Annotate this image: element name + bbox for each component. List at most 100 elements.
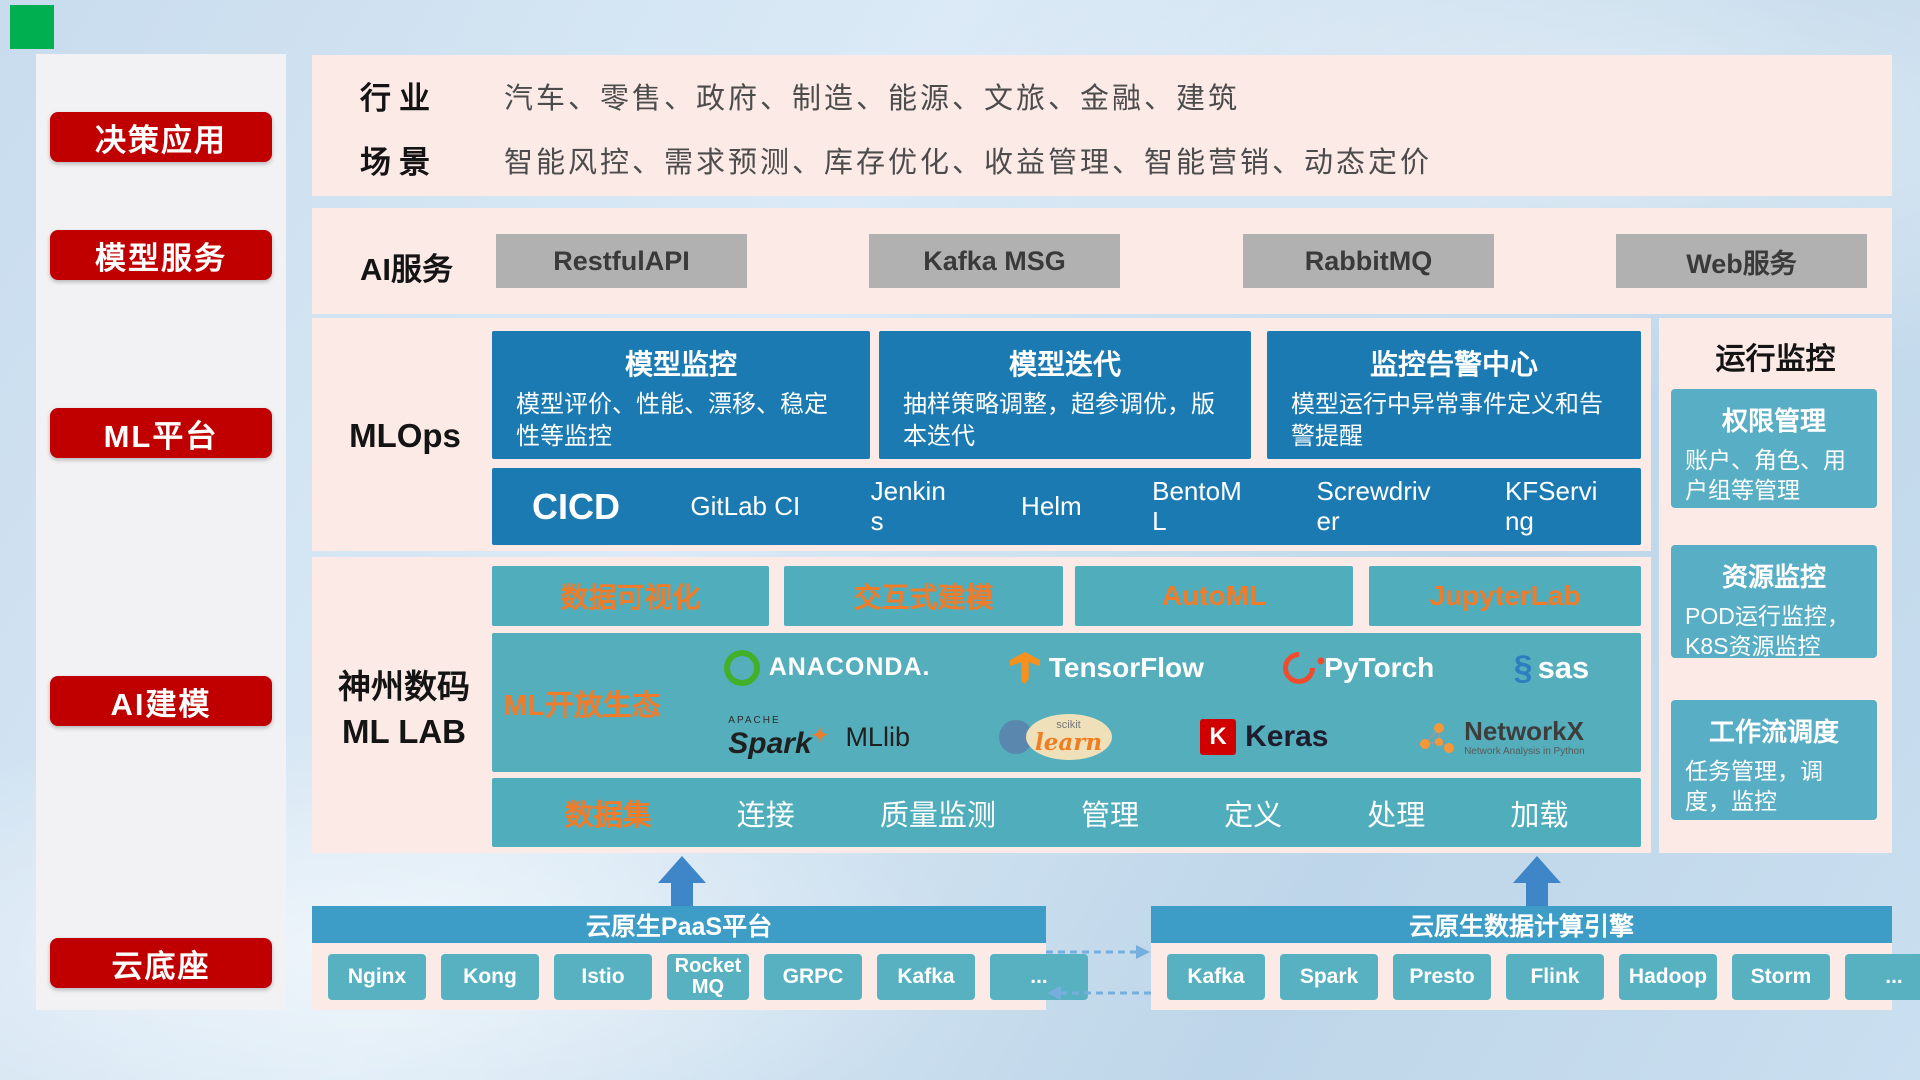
anaconda-text: ANACONDA.: [768, 653, 931, 682]
spark-text: Spark: [728, 726, 812, 760]
service-rabbitmq-button: RabbitMQ: [1243, 234, 1494, 288]
tool-gitlab-ci: GitLab CI: [690, 491, 801, 521]
tool-kfserving: KFServing: [1504, 475, 1598, 536]
sas-text: sas: [1537, 649, 1590, 685]
cicd-label: CICD: [532, 485, 620, 527]
button-jupyterlab: JupyterLab: [1369, 566, 1641, 626]
dataset-item-load: 加载: [1510, 799, 1569, 832]
up-arrow-icon: [658, 856, 706, 883]
engine-item-storm: Storm: [1732, 953, 1830, 1000]
paas-item-kong: Kong: [441, 953, 539, 1000]
data-engine-strip: Kafka Spark Presto Flink Hadoop Storm ..…: [1151, 943, 1920, 1010]
ai-service-panel: AI服务 RestfulAPI Kafka MSG RabbitMQ Web服务: [312, 208, 1892, 314]
engine-item-flink: Flink: [1506, 953, 1604, 1000]
scikit-learn-logo: scikit learn: [998, 714, 1112, 761]
spark-apache-text: APACHE: [728, 714, 781, 726]
dataset-item-connect: 连接: [736, 799, 795, 832]
mlops-panel: MLOps 模型监控 模型评价、性能、漂移、稳定性等监控 模型迭代 抽样策略调整…: [312, 318, 1651, 551]
ml-ecosystem-label: ML开放生态: [503, 689, 661, 722]
button-automl: AutoML: [1075, 566, 1353, 626]
ai-service-label: AI服务: [360, 252, 453, 287]
paas-item-more: ...: [990, 953, 1088, 1000]
card-desc: POD运行监控，K8S资源监控: [1685, 603, 1850, 659]
sas-logo: § sas: [1514, 650, 1590, 686]
industry-values: 汽车、零售、政府、制造、能源、文旅、金融、建筑: [504, 83, 1241, 115]
tool-screwdriver: Screwdriver: [1316, 475, 1431, 536]
engine-item-spark: Spark: [1280, 953, 1378, 1000]
paas-platform-strip: Nginx Kong Istio RocketMQ GRPC Kafka ...: [312, 943, 1088, 1010]
card-desc: 抽样策略调整，超参调优，版本迭代: [903, 391, 1215, 451]
card-desc: 任务管理，调度，监控: [1685, 758, 1823, 814]
dataset-row: 数据集 连接 质量监测 管理 定义 处理 加载: [492, 778, 1641, 847]
industry-scenario-panel: 行业 汽车、零售、政府、制造、能源、文旅、金融、建筑 场景 智能风控、需求预测、…: [312, 55, 1892, 196]
networkx-logo: NetworkX Network Analysis in Python: [1417, 717, 1585, 757]
paas-item-grpc: GRPC: [764, 953, 862, 1000]
dataset-item-process: 处理: [1367, 799, 1426, 832]
keras-logo: K Keras: [1200, 719, 1329, 756]
left-category-sidebar: [36, 54, 286, 1010]
tensorflow-text: TensorFlow: [1048, 651, 1204, 683]
up-arrow-stem: [671, 882, 693, 907]
tool-bentoml: BentoML: [1152, 475, 1242, 536]
scikit-learn-text: learn: [1034, 729, 1103, 757]
mllib-text: MLlib: [845, 721, 910, 752]
button-data-visualization: 数据可视化: [492, 566, 769, 626]
engine-item-presto: Presto: [1393, 953, 1491, 1000]
tensorflow-icon: [1009, 651, 1040, 684]
mllab-panel: 神州数码 ML LAB 数据可视化 交互式建模 AutoML JupyterLa…: [312, 557, 1651, 853]
button-interactive-modeling: 交互式建模: [784, 566, 1063, 626]
card-desc: 模型运行中异常事件定义和告警提醒: [1291, 391, 1603, 451]
sidebar-badge-ai-modeling: AI建模: [50, 676, 272, 726]
runtime-monitor-title: 运行监控: [1715, 343, 1836, 376]
scenario-values: 智能风控、需求预测、库存优化、收益管理、智能营销、动态定价: [504, 147, 1433, 179]
tool-jenkins: Jenkins: [870, 475, 946, 536]
paas-item-istio: Istio: [554, 953, 652, 1000]
paas-item-nginx: Nginx: [328, 953, 426, 1000]
industry-label: 行业: [360, 81, 438, 116]
cicd-bar: CICD GitLab CI Jenkins Helm BentoML Scre…: [492, 468, 1641, 545]
sidebar-badge-cloud-base: 云底座: [50, 938, 272, 988]
pytorch-text: PyTorch: [1324, 651, 1435, 683]
dataset-item-quality: 质量监测: [879, 799, 996, 832]
tool-helm: Helm: [1021, 491, 1082, 521]
mllab-label-line2: ML LAB: [341, 712, 467, 750]
paas-item-kafka: Kafka: [877, 953, 975, 1000]
tensorflow-logo: TensorFlow: [1009, 651, 1204, 684]
keras-icon: K: [1200, 719, 1237, 756]
paas-item-rocketmq: RocketMQ: [667, 953, 749, 1000]
card-title: 权限管理: [1721, 406, 1826, 436]
dataset-item-manage: 管理: [1080, 799, 1139, 832]
card-desc: 账户、角色、用户组等管理: [1685, 447, 1846, 503]
anaconda-logo: ANACONDA.: [723, 649, 931, 686]
decoration-green-square: [10, 5, 54, 49]
card-desc: 模型评价、性能、漂移、稳定性等监控: [516, 391, 828, 451]
card-workflow-scheduler: 工作流调度 任务管理，调度，监控: [1671, 700, 1877, 820]
networkx-icon: [1420, 723, 1455, 754]
pytorch-logo: PyTorch: [1276, 645, 1435, 691]
card-title: 模型监控: [624, 349, 737, 380]
engine-item-kafka: Kafka: [1167, 953, 1265, 1000]
scikit-pill-icon: scikit learn: [1025, 714, 1112, 761]
card-model-monitoring: 模型监控 模型评价、性能、漂移、稳定性等监控: [492, 331, 870, 459]
dashed-flow-arrows: [1046, 945, 1151, 1000]
mllab-label-line1: 神州数码: [338, 668, 470, 705]
paas-platform-header: 云原生PaaS平台: [312, 906, 1046, 943]
spark-star-icon: ✦: [811, 724, 829, 747]
sidebar-badge-model-service: 模型服务: [50, 230, 272, 280]
pytorch-icon: [1276, 645, 1322, 691]
networkx-subtitle: Network Analysis in Python: [1464, 746, 1585, 758]
ml-ecosystem-box: ML开放生态 ANACONDA. TensorFlow: [492, 633, 1641, 772]
card-resource-monitor: 资源监控 POD运行监控，K8S资源监控: [1671, 545, 1877, 659]
dataset-label: 数据集: [564, 799, 652, 832]
card-title: 工作流调度: [1708, 717, 1839, 747]
service-web-button: Web服务: [1616, 234, 1867, 288]
mlops-label: MLOps: [349, 417, 461, 454]
up-arrow-stem: [1526, 882, 1548, 907]
engine-item-hadoop: Hadoop: [1619, 953, 1717, 1000]
sidebar-badge-decision-application: 决策应用: [50, 112, 272, 162]
mllab-label: 神州数码 ML LAB: [328, 665, 480, 754]
data-engine-header: 云原生数据计算引擎: [1151, 906, 1892, 943]
up-arrow-icon: [1513, 856, 1561, 883]
keras-text: Keras: [1245, 720, 1329, 754]
